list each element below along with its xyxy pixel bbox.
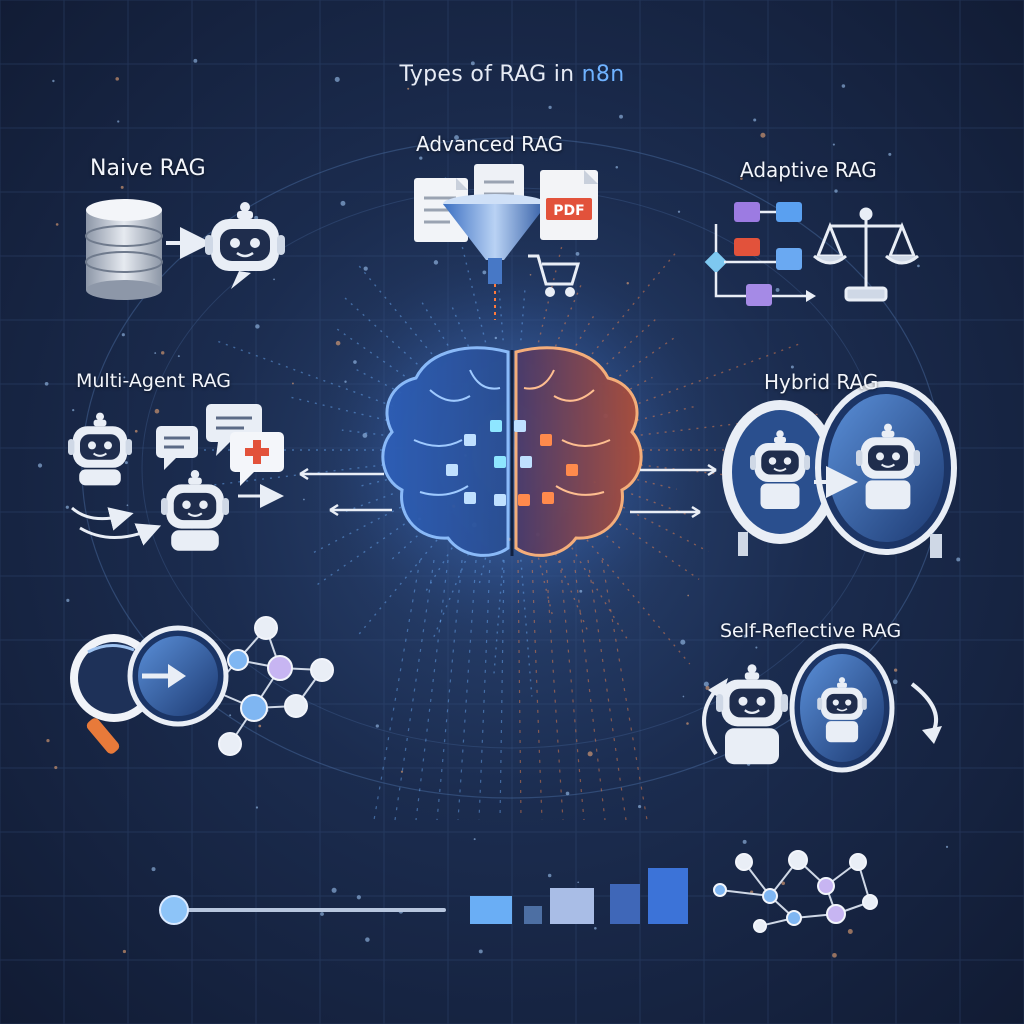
chat-bubble-icon bbox=[156, 426, 198, 470]
robot-icon bbox=[854, 422, 922, 510]
chat-bubble-icon bbox=[230, 432, 284, 486]
label-hybrid-rag: Hybrid RAG bbox=[764, 370, 879, 394]
arrow-icon bbox=[71, 506, 134, 531]
label-self-reflective-rag: Self-Reflective RAG bbox=[720, 620, 902, 642]
cycle-arrow-icon bbox=[910, 682, 938, 736]
brain-icon bbox=[381, 346, 643, 557]
pdf-badge: PDF bbox=[553, 203, 584, 219]
robot-icon bbox=[816, 676, 868, 743]
flowchart-icon bbox=[704, 202, 816, 306]
network-graph-icon bbox=[713, 850, 878, 933]
cycle-arrow-icon bbox=[702, 688, 718, 756]
label-advanced-rag: Advanced RAG bbox=[416, 132, 564, 156]
database-icon bbox=[85, 199, 163, 300]
slider-icon bbox=[159, 895, 446, 925]
robot-icon bbox=[66, 411, 134, 486]
title-accent: n8n bbox=[581, 62, 625, 87]
title-text: Types of RAG in bbox=[399, 62, 582, 87]
magnifier-icon bbox=[70, 625, 229, 754]
label-naive-rag: Naive RAG bbox=[90, 156, 206, 181]
robot-icon bbox=[203, 200, 287, 289]
page-title: Types of RAG in n8n bbox=[0, 62, 1024, 87]
scale-icon bbox=[813, 207, 919, 302]
robot-icon bbox=[714, 663, 790, 765]
pdf-document-icon bbox=[540, 170, 598, 240]
document-icon bbox=[414, 178, 468, 242]
bar-chart-icon bbox=[470, 868, 688, 924]
label-adaptive-rag: Adaptive RAG bbox=[740, 158, 877, 182]
robot-icon bbox=[159, 468, 231, 551]
label-multi-agent-rag: Multi-Agent RAG bbox=[76, 370, 231, 392]
connector-arrows bbox=[299, 463, 717, 519]
funnel-icon bbox=[443, 194, 547, 320]
cart-icon bbox=[528, 254, 581, 297]
robot-icon bbox=[749, 429, 811, 509]
arrow-icon bbox=[79, 523, 162, 546]
